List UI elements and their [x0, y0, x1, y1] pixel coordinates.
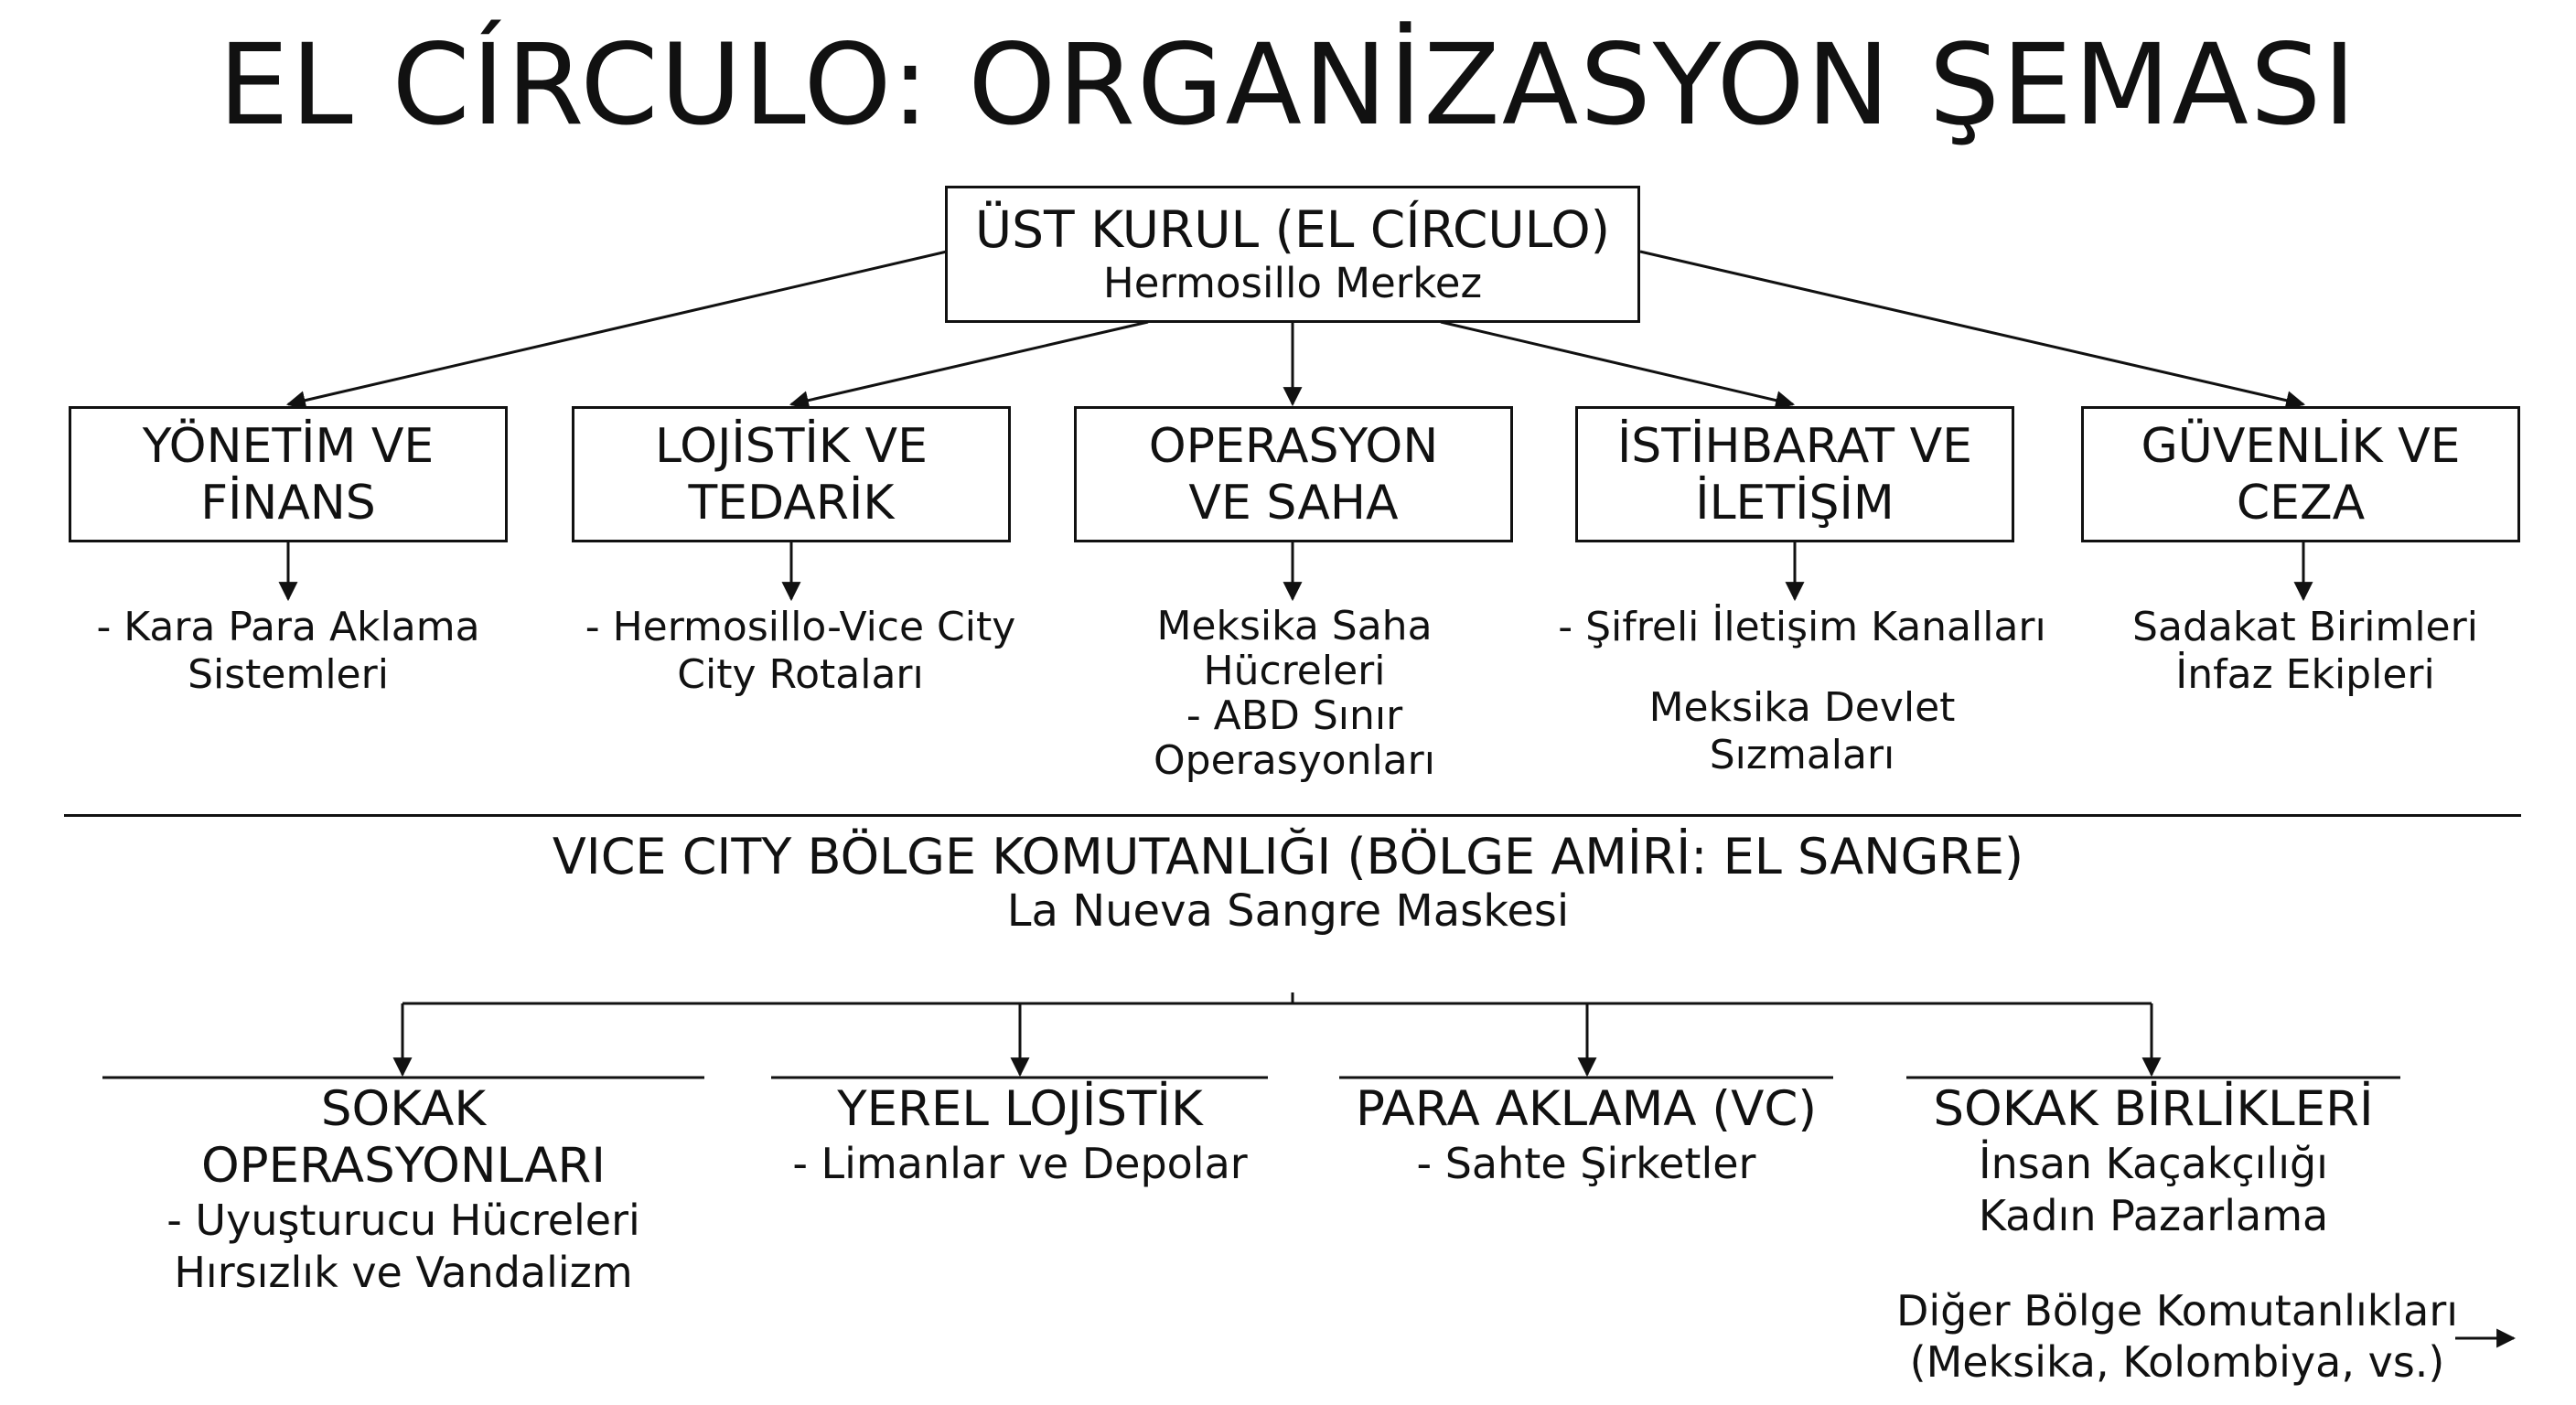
dept-item: - Hermosillo-Vice City	[585, 604, 1016, 650]
dept-item: Sistemleri	[188, 651, 389, 698]
dept-item: - Kara Para Aklama	[96, 604, 480, 650]
unit-street-operations: SOKAK OPERASYONLARI - Uyuşturucu Hücrele…	[120, 1081, 687, 1299]
root-node-upper-council: ÜST KURUL (EL CÍRCULO) Hermosillo Merkez	[945, 186, 1640, 323]
dept-item: - Şifreli İletişim Kanalları	[1558, 604, 2046, 650]
dept-item: City Rotaları	[677, 651, 924, 698]
dept-name-line: İSTİHBARAT VE	[1616, 418, 1973, 474]
dept-name-line: CEZA	[2236, 475, 2366, 531]
unit-local-logistics: YEREL LOJİSTİK - Limanlar ve Depolar	[736, 1081, 1304, 1190]
unit-street-units: SOKAK BİRLİKLERİ İnsan Kaçakçılığı Kadın…	[1870, 1081, 2437, 1242]
dept-items-security: Sadakat Birimleri İnfaz Ekipleri	[2049, 604, 2561, 699]
dept-items-operations: Meksika Saha Hücreleri - ABD Sınır Opera…	[1038, 604, 1551, 783]
dept-name-line: GÜVENLİK VE	[2141, 418, 2461, 474]
unit-item: - Limanlar ve Depolar	[792, 1139, 1248, 1188]
dept-items-intelligence: - Şifreli İletişim Kanalları Meksika Dev…	[1546, 604, 2058, 779]
arrow-root-to-security	[1639, 250, 2306, 410]
arrow-root-to-finance	[285, 250, 948, 410]
unit-item: Hırsızlık ve Vandalizm	[174, 1248, 633, 1297]
arrow-root-to-intel	[1440, 320, 1796, 410]
dept-item: - ABD Sınır	[1186, 692, 1403, 739]
dept-box-logistics: LOJİSTİK VE TEDARİK	[572, 406, 1011, 542]
dept-box-operations: OPERASYON VE SAHA	[1074, 406, 1513, 542]
dept-name-line: VE SAHA	[1188, 475, 1399, 531]
dept-box-intelligence: İSTİHBARAT VE İLETİŞİM	[1575, 406, 2014, 542]
dept-item: Sadakat Birimleri	[2132, 604, 2478, 650]
dept-name-line: OPERASYON	[1148, 418, 1439, 474]
dept-items-finance: - Kara Para Aklama Sistemleri	[32, 604, 544, 699]
unit-name: SOKAK OPERASYONLARI	[200, 1081, 606, 1194]
root-node-title: ÜST KURUL (EL CÍRCULO)	[974, 200, 1611, 259]
dept-item: Hücreleri	[1203, 648, 1386, 694]
dept-item: Operasyonları	[1154, 737, 1435, 784]
unit-item: - Sahte Şirketler	[1416, 1139, 1756, 1188]
unit-money-laundering: PARA AKLAMA (VC) - Sahte Şirketler	[1303, 1081, 1870, 1190]
dept-item: Sızmaları	[1709, 732, 1895, 778]
unit-name: SOKAK BİRLİKLERİ	[1933, 1081, 2374, 1137]
dept-box-security: GÜVENLİK VE CEZA	[2081, 406, 2520, 542]
dept-box-finance: YÖNETİM VE FİNANS	[69, 406, 508, 542]
arrow-root-to-logistics	[789, 320, 1149, 410]
dept-name-line: LOJİSTİK VE	[655, 418, 928, 474]
section-divider	[64, 814, 2521, 817]
other-regional-commands: Diğer Bölge Komutanlıkları (Meksika, Kol…	[1848, 1285, 2506, 1388]
unit-name: YEREL LOJİSTİK	[837, 1081, 1203, 1137]
other-commands-line1: Diğer Bölge Komutanlıkları	[1895, 1286, 2459, 1335]
unit-item: Kadın Pazarlama	[1978, 1191, 2329, 1240]
dept-item: Meksika Saha	[1156, 603, 1433, 649]
dept-item: Meksika Devlet	[1648, 684, 1956, 731]
dept-name-line: YÖNETİM VE	[142, 418, 435, 474]
dept-name-line: TEDARİK	[688, 475, 895, 531]
dept-item: İnfaz Ekipleri	[2175, 651, 2435, 698]
dept-name-line: FİNANS	[200, 475, 376, 531]
unit-item: İnsan Kaçakçılığı	[1979, 1139, 2328, 1188]
other-commands-line2: (Meksika, Kolombiya, vs.)	[1909, 1337, 2445, 1387]
regional-command-subtitle: La Nueva Sangre Maskesi	[1006, 885, 1570, 937]
dept-name-line: İLETİŞİM	[1695, 475, 1894, 531]
dept-items-logistics: - Hermosillo-Vice City City Rotaları	[544, 604, 1057, 699]
unit-name: PARA AKLAMA (VC)	[1355, 1081, 1818, 1137]
chart-title: EL CÍRCULO: ORGANİZASYON ŞEMASI	[218, 20, 2358, 150]
root-node-subtitle: Hermosillo Merkez	[1102, 259, 1483, 307]
regional-command-title: VICE CITY BÖLGE KOMUTANLIĞI (BÖLGE AMİRİ…	[552, 828, 2024, 885]
unit-item: - Uyuşturucu Hücreleri	[166, 1196, 640, 1245]
